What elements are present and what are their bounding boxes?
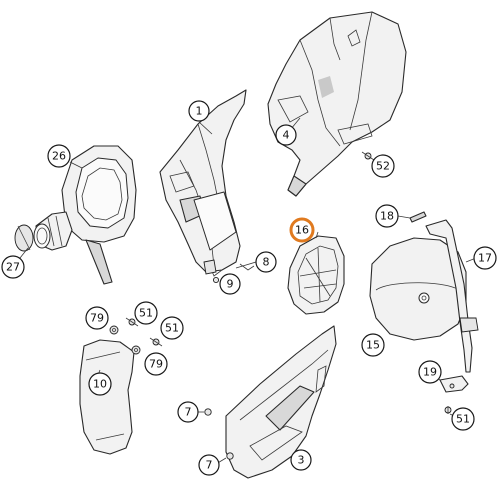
part-27-intake-boot <box>33 211 73 251</box>
callout-26: 26 <box>47 144 71 168</box>
part-51b-screw <box>149 337 163 347</box>
svg-text:17: 17 <box>478 252 492 265</box>
svg-text:19: 19 <box>423 366 437 379</box>
callout-9: 9 <box>219 273 241 295</box>
part-3-side-panel-right <box>225 325 337 479</box>
part-7a-screw <box>204 408 212 416</box>
svg-text:9: 9 <box>227 278 234 291</box>
part-51c-screw <box>444 406 452 414</box>
part-79b-nut <box>131 345 141 355</box>
part-17-retaining-rod <box>425 219 479 373</box>
svg-text:10: 10 <box>93 378 107 391</box>
part-19-bracket <box>439 375 469 393</box>
callout-18: 18 <box>375 204 399 228</box>
svg-text:7: 7 <box>185 406 192 419</box>
svg-text:26: 26 <box>52 150 66 163</box>
svg-text:8: 8 <box>263 256 270 269</box>
part-10-side-panel-left <box>79 339 135 455</box>
svg-text:3: 3 <box>298 454 305 467</box>
callout-19: 19 <box>418 360 442 384</box>
callout-52: 52 <box>371 154 395 178</box>
svg-text:51: 51 <box>139 307 153 320</box>
part-18-pin <box>409 211 427 223</box>
part-79a-nut <box>109 325 119 335</box>
callout-27: 27 <box>1 255 25 279</box>
svg-text:52: 52 <box>376 160 390 173</box>
svg-text:27: 27 <box>6 261 20 274</box>
callout-7a: 7 <box>177 401 199 423</box>
svg-text:15: 15 <box>366 339 380 352</box>
callout-3: 3 <box>290 449 312 471</box>
part-26-filter-cage <box>61 145 137 285</box>
callout-17: 17 <box>473 246 497 270</box>
callout-79a: 79 <box>85 306 109 330</box>
callout-8: 8 <box>255 251 277 273</box>
part-52-screw <box>361 151 375 161</box>
callout-1: 1 <box>188 100 210 122</box>
callout-79b: 79 <box>144 352 168 376</box>
svg-text:79: 79 <box>90 312 104 325</box>
svg-text:18: 18 <box>380 210 394 223</box>
callout-15: 15 <box>361 333 385 357</box>
callout-51a: 51 <box>134 301 158 325</box>
svg-text:79: 79 <box>149 358 163 371</box>
svg-text:7: 7 <box>206 459 213 472</box>
svg-text:4: 4 <box>283 129 290 142</box>
svg-text:16: 16 <box>295 224 309 237</box>
callout-10: 10 <box>88 372 112 396</box>
part-27-hose-clamp <box>14 224 34 252</box>
part-9-screw <box>212 276 220 284</box>
part-1-airbox <box>159 89 247 277</box>
callout-7b: 7 <box>198 454 220 476</box>
part-51a-screw <box>125 317 139 327</box>
part-16-filter-support <box>287 235 345 315</box>
svg-text:51: 51 <box>456 413 470 426</box>
svg-text:1: 1 <box>196 105 203 118</box>
callout-51b: 51 <box>160 316 184 340</box>
part-4-tank-shroud <box>267 11 407 197</box>
callout-51c: 51 <box>451 407 475 431</box>
part-7b-screw <box>226 452 234 460</box>
callout-4: 4 <box>275 124 297 146</box>
callout-16: 16 <box>289 217 315 243</box>
part-8-clip <box>235 261 257 271</box>
svg-text:51: 51 <box>165 322 179 335</box>
